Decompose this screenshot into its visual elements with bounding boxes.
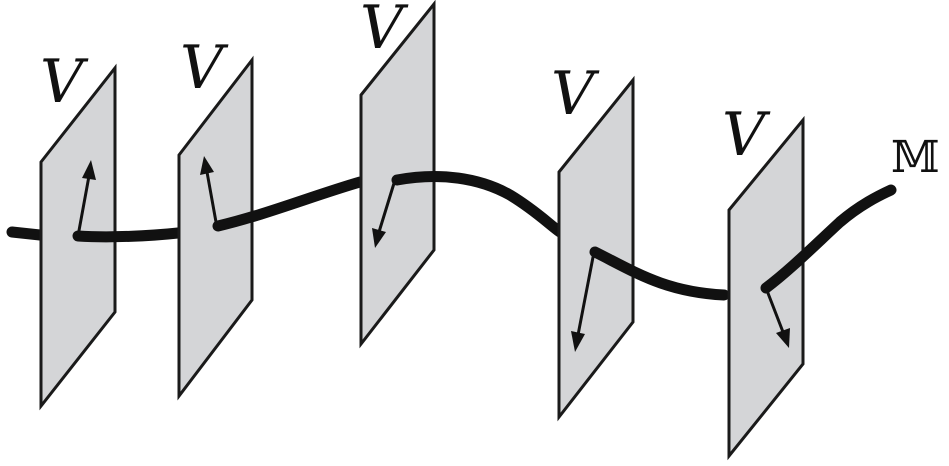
tangent-vector-2 — [205, 170, 218, 224]
base-curve-segment-4 — [589, 246, 730, 301]
arrowhead-5 — [776, 328, 790, 348]
base-curve-segment-3 — [391, 171, 566, 238]
fiber-label-2: V — [180, 33, 229, 103]
fiber-plane-3 — [359, 0, 436, 349]
tangent-vector-4 — [576, 250, 596, 337]
arrowhead-4 — [571, 331, 585, 352]
base-curve-segment-2 — [212, 176, 366, 232]
tangent-vector-1 — [76, 174, 91, 238]
fiber-label-5: V — [722, 100, 771, 170]
base-manifold-label: 𝕄 — [891, 132, 940, 183]
fiber-label-4: V — [551, 59, 600, 129]
base-curve-segment-0 — [6, 226, 46, 241]
base-curve-segment-1 — [72, 227, 184, 243]
fiber-label-3: V — [360, 0, 409, 63]
arrowhead-2 — [200, 156, 214, 175]
tangent-vector-3 — [377, 178, 397, 234]
fiber-label-1: V — [40, 47, 89, 117]
arrowhead-3 — [372, 228, 386, 248]
tangent-vector-5 — [764, 286, 785, 334]
arrowhead-1 — [82, 160, 96, 180]
base-curve-segment-5 — [760, 184, 897, 294]
